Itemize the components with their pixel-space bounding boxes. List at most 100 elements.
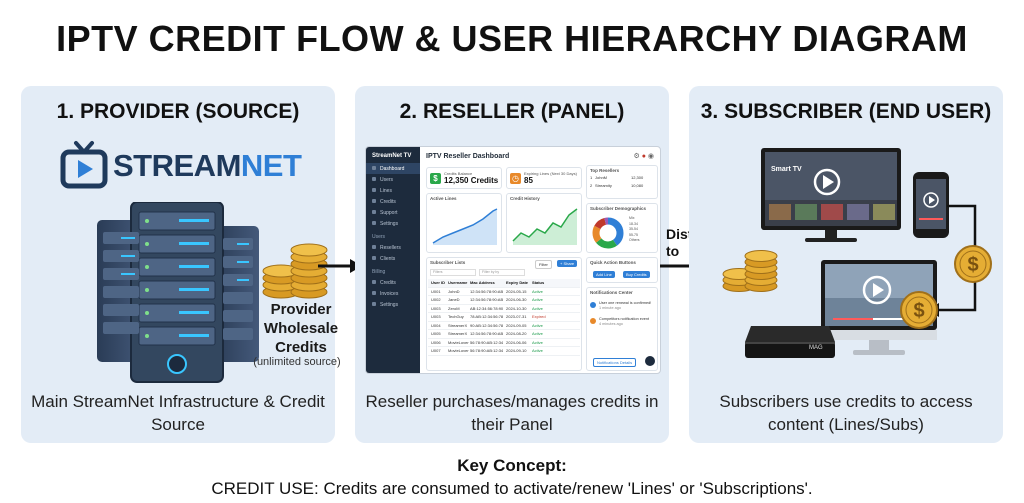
filter-by-input[interactable]: Filter by by — [479, 269, 525, 276]
table-cell-date: 2024-05-15 — [506, 288, 527, 294]
expiring-lines-label: Expiring Lines (Next 30 Days) — [524, 171, 577, 176]
nav-support[interactable]: Support — [366, 207, 420, 218]
subscriber-caption: Subscribers use credits to access conten… — [719, 392, 973, 434]
share-button[interactable]: + Share — [557, 260, 578, 267]
filter-button[interactable]: Filter — [535, 260, 552, 269]
table-cell-status: Active — [532, 339, 543, 345]
expiring-lines-card: ◷ Expiring Lines (Next 30 Days) 85 — [506, 167, 582, 189]
table-cell-user: StreamerX — [448, 322, 468, 328]
table-cell-id: U004 — [431, 322, 441, 328]
nav-settings[interactable]: Settings — [366, 218, 420, 229]
table-cell-id: U005 — [431, 331, 441, 337]
table-cell-user: JaneD — [448, 297, 460, 303]
nav-clients[interactable]: Clients — [366, 253, 420, 264]
table-cell-user: StreamerX — [448, 331, 468, 337]
table-cell-date: 2024-10-30 — [506, 305, 527, 311]
table-cell-id: U003 — [431, 305, 441, 311]
table-cell-id: U003 — [431, 314, 441, 320]
dollar-icon: $ — [430, 173, 441, 184]
active-lines-card: Active Lines — [426, 193, 502, 253]
clock-icon: ◷ — [510, 173, 521, 184]
subscriber-lists-card: Subscriber Lists Filter + Share Filters … — [426, 257, 582, 371]
chat-icon[interactable] — [645, 356, 655, 366]
svg-text:$: $ — [967, 254, 978, 276]
smart-tv-icon — [761, 148, 901, 242]
credits-balance-label: Credits Balance — [444, 171, 473, 176]
dashboard-brand: StreamNet TV — [372, 153, 412, 159]
nav-lines[interactable]: Lines — [366, 185, 420, 196]
diagram-title: IPTV CREDIT FLOW & USER HIERARCHY DIAGRA… — [56, 18, 968, 59]
table-cell-user: TechGuy — [448, 314, 464, 320]
add-line-button[interactable]: Add Line — [593, 271, 615, 278]
table-cell-mac: AB:12:34:56:78:90 — [470, 305, 504, 311]
nav-billing-settings[interactable]: Settings — [366, 299, 420, 310]
svg-text:$: $ — [913, 300, 924, 322]
buy-credits-button[interactable]: Buy Credits — [623, 271, 650, 278]
table-cell-mac: 12:34:56:78:90:AB — [470, 331, 504, 337]
provider-credits-note: (unlimited source) — [253, 356, 341, 368]
legend-item: Mix — [629, 216, 635, 220]
nav-group-users: Users — [372, 234, 386, 240]
nav-invoices[interactable]: Invoices — [366, 288, 420, 299]
table-cell-mac: 12:34:56:78:90:AB — [470, 288, 504, 294]
legend-item: 35-54 — [629, 227, 638, 231]
demographics-card: Subscriber Demographics Mix 18-34 35-54 … — [586, 203, 658, 253]
nav-users[interactable]: Users — [366, 174, 420, 185]
table-cell-status: Active — [532, 305, 543, 311]
active-lines-label: Active Lines — [430, 196, 457, 201]
table-cell-user: MovieLover — [448, 339, 469, 345]
bell-icon[interactable]: ● — [641, 153, 646, 160]
credit-history-label: Credit History — [510, 196, 540, 201]
key-concept-title: Key Concept: — [457, 456, 567, 475]
settings-icon[interactable]: ⚙ — [633, 153, 640, 160]
notifications-card: Notifications Center User one renewal is… — [586, 287, 658, 371]
table-cell-mac: 90:AB:12:34:56:78 — [470, 322, 504, 328]
table-cell-id: U002 — [431, 297, 441, 303]
table-cell-date: 2024-09-10 — [506, 348, 527, 354]
avatar[interactable]: ◉ — [647, 153, 654, 160]
table-cell-mac: 56:78:90:AB:12:34 — [470, 348, 504, 354]
quick-actions-card: Quick Action Buttons Add Line Buy Credit… — [586, 257, 658, 283]
nav-resellers[interactable]: Resellers — [366, 242, 420, 253]
nav-group-billing: Billing — [372, 269, 386, 275]
table-cell-date: 2024-09-05 — [506, 322, 527, 328]
credits-balance-value: 12,350 Credits — [444, 176, 499, 185]
notification-item[interactable]: User one renewal is confirmed!1 minute a… — [587, 300, 657, 312]
set-top-box-icon — [745, 326, 835, 358]
demographics-label: Subscriber Demographics — [590, 206, 647, 211]
nav-dashboard[interactable]: Dashboard — [366, 163, 420, 174]
credit-history-chart — [512, 208, 578, 245]
provider-panel-title: 1. PROVIDER (SOURCE) — [56, 100, 300, 123]
table-cell-user: MovieLover — [448, 348, 469, 354]
table-cell-status: Active — [532, 288, 543, 294]
provider-panel: 1. PROVIDER (SOURCE) STREAMNET — [21, 86, 341, 443]
nav-credits[interactable]: Credits — [366, 196, 420, 207]
table-cell-status: Active — [532, 297, 543, 303]
table-cell-user: JohnD — [448, 288, 460, 294]
nav-billing-credits[interactable]: Credits — [366, 277, 420, 288]
header-icons: ⚙ ● ◉ — [633, 152, 654, 160]
table-cell-status: Expired — [532, 314, 546, 320]
server-rack-icon — [97, 202, 259, 383]
table-cell-id: U007 — [431, 348, 441, 354]
reseller-dashboard: StreamNet TV Dashboard Users Lines Credi… — [365, 146, 661, 374]
reseller-caption: Reseller purchases/manages credits in th… — [365, 392, 659, 434]
table-cell-mac: 78:AB:12:34:56:78 — [470, 314, 504, 320]
notifications-details-button[interactable]: Notifications Details — [593, 358, 637, 367]
legend-item: 18-34 — [629, 221, 638, 226]
smartphone-icon — [913, 172, 949, 238]
notifications-label: Notifications Center — [590, 290, 633, 295]
filter-input[interactable]: Filters — [430, 269, 476, 276]
